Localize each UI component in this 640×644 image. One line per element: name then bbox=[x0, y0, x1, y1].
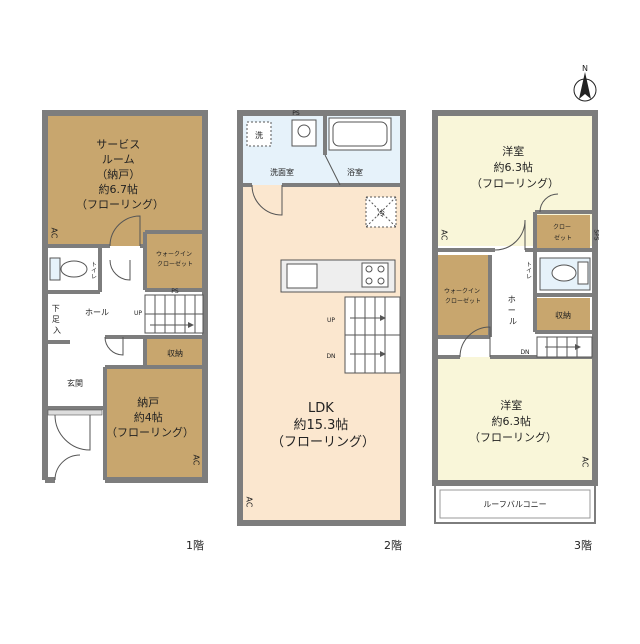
f1-toilet-icon bbox=[49, 257, 88, 281]
f3-toilet-icon bbox=[539, 257, 591, 291]
washer-label: 洗 bbox=[255, 130, 263, 140]
roof-balcony-label: ルーフバルコニー bbox=[483, 500, 546, 509]
f3-dn-label: DN bbox=[520, 349, 529, 356]
f1-ps-label: PS bbox=[171, 288, 179, 295]
f1-stairs bbox=[144, 294, 204, 334]
f3-room-top-door bbox=[494, 219, 526, 251]
sink-icon bbox=[291, 119, 317, 147]
shoe-storage-label: 下 足 入 bbox=[52, 304, 63, 335]
washroom-label: 洗面室 bbox=[270, 167, 294, 177]
f3-closet-door bbox=[539, 193, 559, 213]
f3-sps-label: SPS bbox=[593, 229, 600, 240]
f3-room-bottom-label: 洋室 約6.3帖 （フローリング） bbox=[469, 398, 557, 444]
washroom-door bbox=[251, 184, 283, 216]
f1-storage-door bbox=[104, 336, 124, 356]
washer-icon bbox=[246, 121, 272, 147]
service-room-fill bbox=[45, 113, 205, 246]
f1-hall-label: ホール bbox=[85, 308, 109, 317]
service-room-label: サービス ルーム （納戸） 約6.7帖 （フローリング） bbox=[76, 138, 164, 211]
f3-room-top-label: 洋室 約6.3帖 （フローリング） bbox=[471, 144, 559, 190]
f3-ac-label-1: AC bbox=[440, 230, 449, 241]
f1-storage-label: 収納 bbox=[167, 348, 183, 358]
bathtub-icon bbox=[328, 117, 392, 151]
floor-3-label: 3階 bbox=[574, 538, 592, 552]
bathroom-label: 浴室 bbox=[347, 167, 363, 177]
f2-ps-label: PS bbox=[292, 110, 300, 117]
roof-balcony bbox=[434, 484, 596, 524]
kitchen-counter bbox=[280, 259, 396, 293]
f3-ac-label-2: AC bbox=[581, 457, 590, 468]
north-compass-icon: N bbox=[573, 64, 597, 102]
service-room-door bbox=[109, 215, 141, 247]
f1-storage-fill bbox=[145, 337, 205, 367]
f2-stairs bbox=[344, 296, 401, 374]
floor-2-plan: 洗 bbox=[237, 110, 406, 552]
f1-up-label: UP bbox=[134, 310, 142, 317]
f1-ac-label-2: AC bbox=[192, 455, 201, 466]
f1-ac-label-1: AC bbox=[50, 228, 59, 239]
storeroom-label: 納戸 約4帖 （フローリング） bbox=[106, 396, 194, 439]
fridge-label: 冷 bbox=[377, 208, 385, 218]
f1-toilet-door bbox=[109, 259, 131, 281]
floor-1-label: 1階 bbox=[186, 538, 204, 552]
ldk-label: LDK 約15.3帖 （フローリング） bbox=[271, 401, 375, 450]
f3-hall-label: ホ ー ル bbox=[508, 295, 519, 326]
f2-dn-label: DN bbox=[326, 353, 335, 360]
f3-room-bottom-fill bbox=[435, 357, 595, 482]
f3-closet-label: クロー ゼット bbox=[553, 224, 573, 242]
f3-stairs bbox=[536, 336, 593, 358]
f3-room-bottom-door bbox=[459, 326, 491, 358]
f3-storage-label: 収納 bbox=[555, 310, 571, 320]
entrance-label: 玄関 bbox=[67, 378, 83, 388]
storeroom-fill bbox=[105, 367, 205, 479]
f2-up-label: UP bbox=[327, 317, 335, 324]
f3-walkin-label: ウォークイン クローゼット bbox=[444, 287, 482, 305]
bathroom-door bbox=[324, 154, 341, 186]
floor-3-plan: 洋室 約6.3帖 （フローリング） クロー ゼット SPS ウォークイン クロー… bbox=[432, 110, 600, 552]
floor-2-label: 2階 bbox=[384, 538, 402, 552]
f2-ac-label: AC bbox=[245, 497, 254, 508]
f3-toilet-label: トイレ bbox=[525, 261, 532, 279]
entrance-door-swing bbox=[54, 454, 81, 481]
f3-storage-fill bbox=[535, 298, 590, 330]
entrance-door bbox=[54, 414, 91, 451]
compass-label: N bbox=[582, 64, 588, 73]
f1-toilet-label: トイレ bbox=[90, 261, 97, 279]
f1-walkin-closet-label: ウォークイン クローゼット bbox=[156, 250, 194, 268]
floor-1-plan: サービス ルーム （納戸） 約6.7帖 （フローリング） ウォークイン クローゼ… bbox=[42, 110, 208, 552]
f3-walkin-fill bbox=[435, 255, 490, 335]
f3-closet-fill bbox=[535, 215, 590, 250]
f1-walkin-closet-fill bbox=[145, 232, 205, 290]
